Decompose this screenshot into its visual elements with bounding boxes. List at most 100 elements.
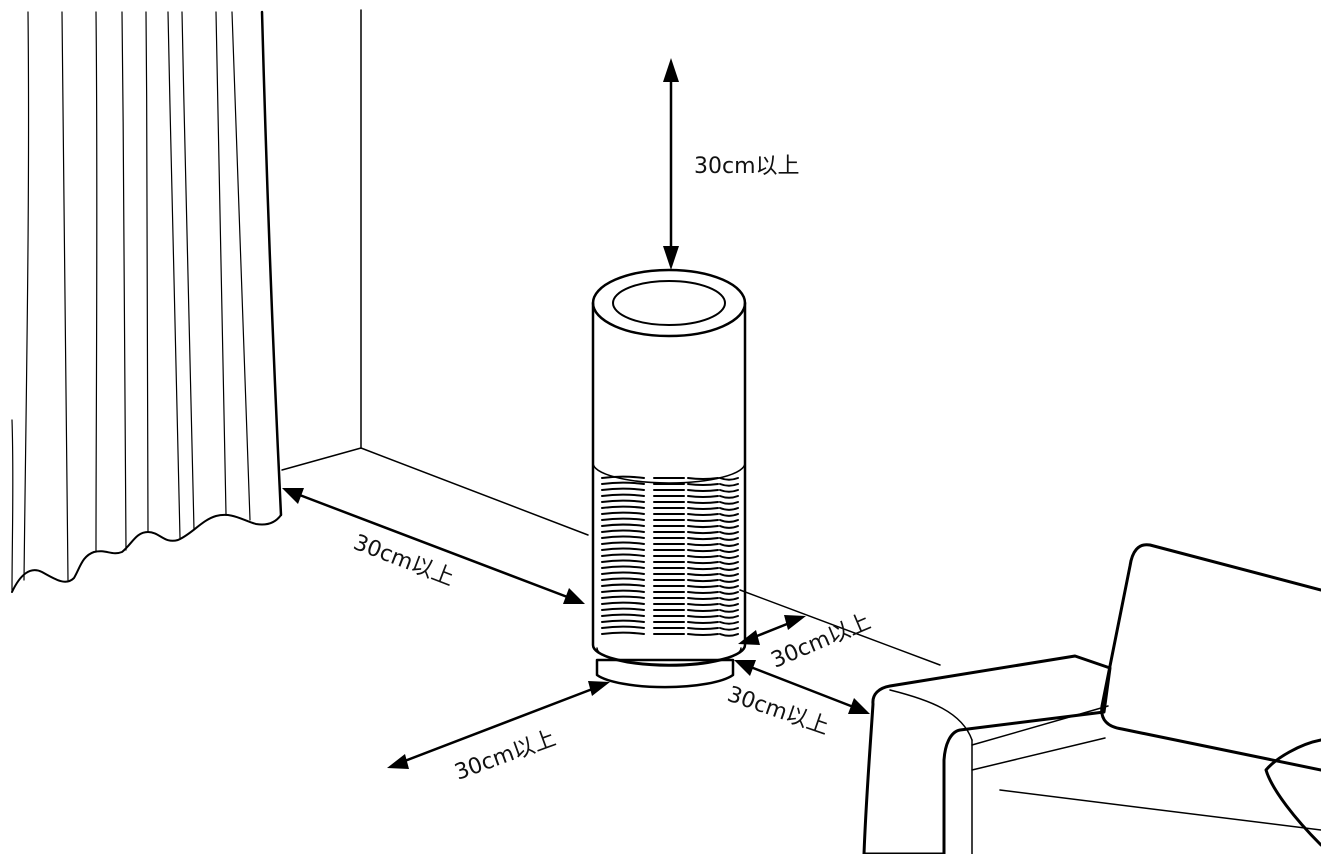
vent-slot: [601, 535, 645, 539]
vent-slot: [719, 555, 739, 559]
vent-slot: [719, 507, 739, 511]
vent-slot: [719, 597, 739, 601]
vent-slot: [719, 579, 739, 583]
clearance-left: 30cm以上: [282, 488, 585, 604]
vent-slot: [719, 531, 739, 535]
arrow-back-head-2: [784, 615, 806, 630]
vent-slot: [601, 625, 645, 629]
vent-slot: [601, 571, 645, 575]
clearance-back-label: 30cm以上: [768, 609, 875, 673]
vent-slot: [601, 487, 645, 491]
vent-slot: [687, 591, 719, 595]
vent-slot: [719, 513, 739, 517]
vent-slot: [601, 607, 645, 611]
vent-slot: [687, 555, 719, 559]
vent-slot: [687, 633, 719, 636]
vent-slot: [719, 495, 739, 499]
vent-slot: [719, 483, 739, 487]
vent-slot: [601, 631, 645, 635]
vent-slot: [601, 583, 645, 587]
sofa-armrest: [862, 654, 1112, 854]
vent-slot: [601, 589, 645, 593]
clearance-right-label: 30cm以上: [724, 682, 832, 740]
vent-slot: [719, 537, 739, 541]
vent-slot: [601, 481, 645, 485]
vent-slot: [719, 543, 739, 547]
vent-slot: [687, 567, 719, 571]
vent-slot: [719, 633, 739, 637]
sofa-seat-base-line: [999, 789, 1321, 831]
air-purifier: [591, 268, 747, 689]
vent-slot: [719, 567, 739, 571]
vent-slot: [719, 477, 739, 481]
vent-slot: [687, 621, 719, 624]
vent-slot: [687, 603, 719, 607]
arrow-right-head-2: [848, 698, 870, 714]
arrow-front-head-2: [588, 681, 610, 696]
vent-slot: [719, 615, 739, 619]
arrow-left-head-1: [282, 488, 304, 504]
vent-slot: [601, 505, 645, 509]
vent-slot: [601, 499, 645, 503]
vent-slot: [601, 517, 645, 521]
vent-slot: [687, 537, 719, 541]
clearance-back: 30cm以上: [738, 609, 875, 674]
purifier-seam: [592, 462, 746, 484]
arrow-front-line: [400, 686, 597, 764]
vent-slot: [719, 489, 739, 493]
vent-slot: [719, 525, 739, 529]
purifier-top-grille: [612, 280, 726, 326]
vent-slot: [719, 609, 739, 613]
vent-slot: [601, 475, 645, 479]
vent-slot: [687, 597, 719, 601]
vent-slot: [687, 573, 719, 577]
vent-slot: [687, 585, 719, 589]
clearance-arrows: 30cm以上 30cm以上 30cm以上 30cm以上 30cm以上: [282, 58, 874, 786]
arrow-top-head-down: [663, 246, 679, 270]
clearance-right: 30cm以上: [724, 660, 870, 740]
arrow-left-line: [295, 492, 572, 600]
sofa-armrest-top-line: [971, 705, 1109, 746]
purifier-intake-vents: [601, 475, 739, 637]
vent-slot: [601, 577, 645, 581]
vent-slot: [687, 627, 719, 630]
clearance-front: 30cm以上: [387, 681, 610, 786]
curtain-hem: [11, 514, 282, 593]
vent-slot: [719, 573, 739, 577]
room: [281, 9, 941, 666]
vent-slot: [687, 519, 719, 523]
arrow-left-head-2: [563, 588, 585, 604]
vent-slot: [687, 549, 719, 553]
vent-slot: [687, 531, 719, 535]
vent-slot: [601, 511, 645, 515]
purifier-base: [595, 658, 735, 689]
arrow-top-head-up: [663, 58, 679, 82]
purifier-top: [591, 268, 747, 338]
vent-slot: [601, 523, 645, 527]
vent-slot: [687, 495, 719, 499]
clearance-top: 30cm以上: [663, 58, 800, 270]
curtain-folds: [11, 11, 251, 593]
curtain: [11, 10, 283, 593]
vent-slot: [687, 525, 719, 529]
floor-skirting-back: [360, 447, 589, 536]
vent-slot: [601, 613, 645, 617]
vent-slot: [687, 615, 719, 619]
vent-slot: [601, 601, 645, 605]
vent-slot: [719, 591, 739, 595]
vent-slot: [719, 621, 739, 625]
floor-skirting-left: [281, 447, 362, 471]
arrow-front-head-1: [387, 754, 409, 769]
vent-slot: [719, 501, 739, 505]
vent-slot: [687, 543, 719, 547]
vent-slot: [687, 561, 719, 565]
vent-slot: [719, 519, 739, 523]
vent-slot: [601, 541, 645, 545]
clearance-left-label: 30cm以上: [350, 530, 457, 591]
vent-slot: [687, 513, 719, 517]
sofa: [862, 543, 1321, 854]
vent-slot: [687, 507, 719, 511]
vent-slot: [687, 609, 719, 613]
